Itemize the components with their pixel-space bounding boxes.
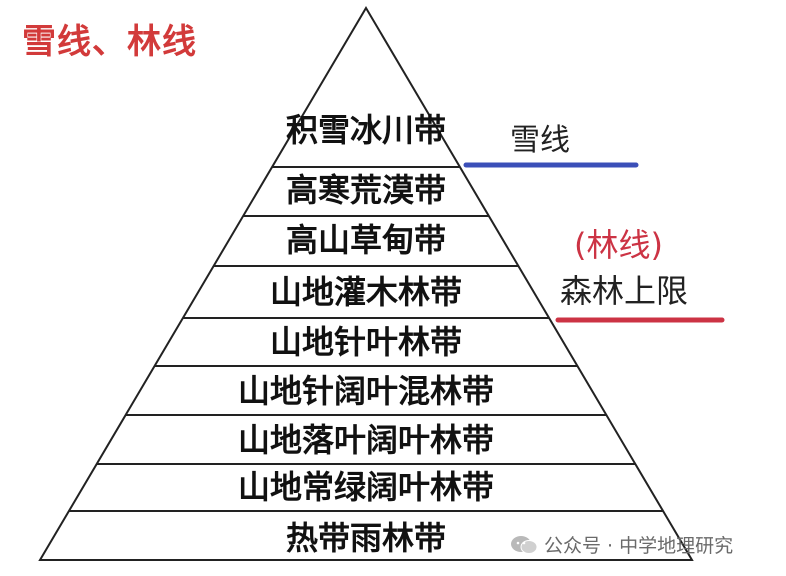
watermark: 公众号 · 中学地理研究 — [510, 531, 733, 558]
belt-label: 高山草甸带 — [286, 221, 446, 259]
belt-label: 山地针阔叶混林带 — [238, 372, 494, 410]
belt-label: 山地灌木林带 — [270, 273, 462, 311]
belt-label: 热带雨林带 — [286, 519, 446, 557]
wechat-icon — [511, 535, 538, 554]
belt-label: 山地针叶林带 — [270, 323, 462, 361]
tree-line-main-label: 森林上限 — [560, 272, 688, 310]
pyramid-outline — [38, 6, 694, 561]
belt-label: 山地落叶阔叶林带 — [238, 421, 494, 459]
watermark-text: 公众号 · 中学地理研究 — [544, 535, 734, 557]
snow-line-label: 雪线 — [510, 123, 570, 158]
belt-label: 高寒荒漠带 — [286, 171, 446, 209]
diagram-title: 雪线、林线 — [22, 22, 197, 62]
belt-label: 山地常绿阔叶林带 — [238, 468, 494, 506]
tree-line-paren-label: (林线) — [574, 226, 663, 264]
belt-label: 积雪冰川带 — [286, 111, 446, 149]
